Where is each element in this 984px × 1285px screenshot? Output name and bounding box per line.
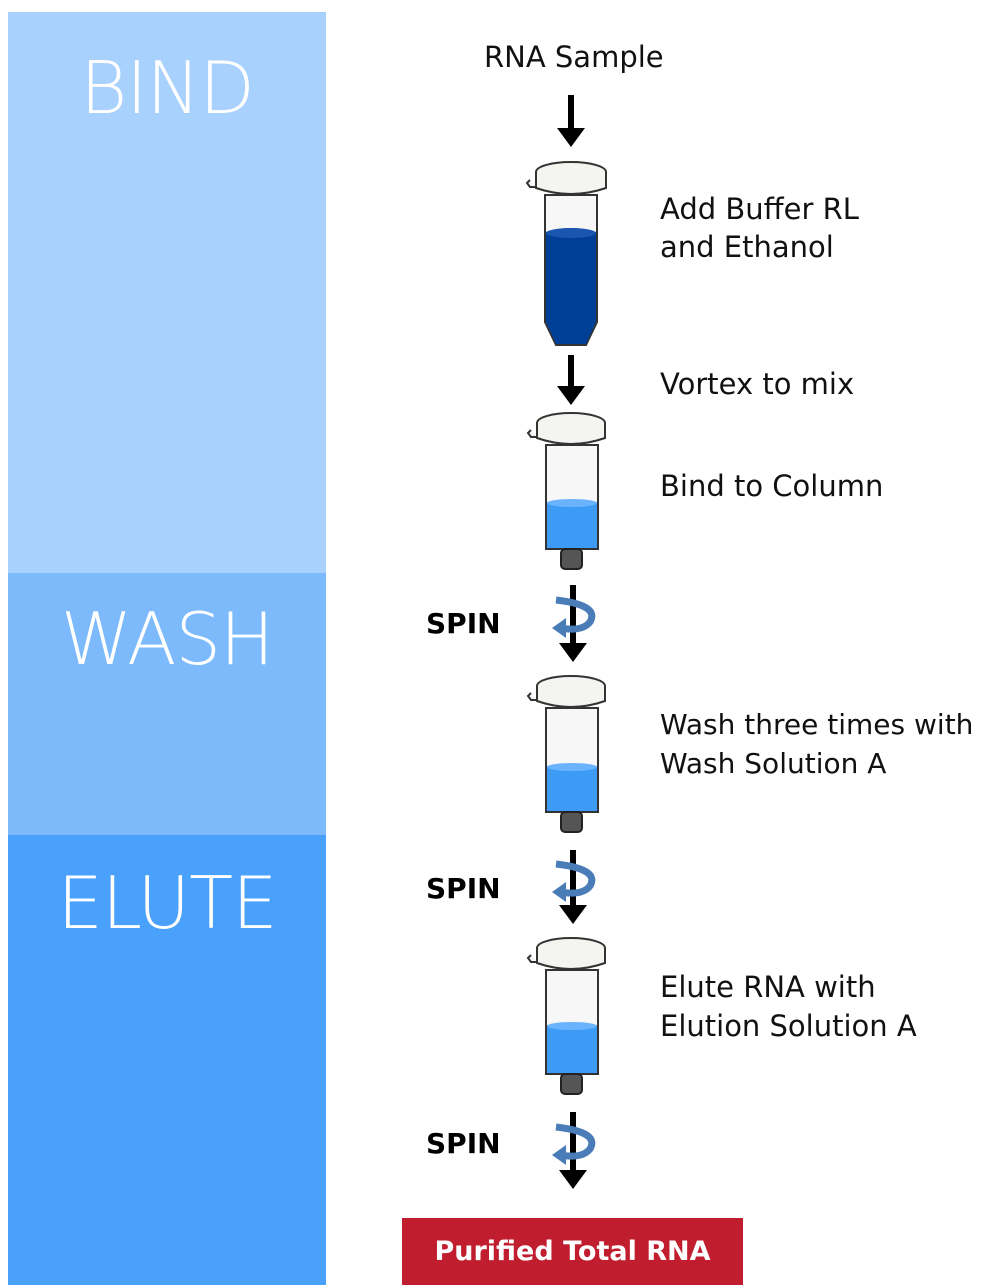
step-bind-column: Bind to Column — [660, 469, 884, 503]
spin-arrow-icon — [552, 585, 596, 662]
result-label: Purified Total RNA — [434, 1236, 711, 1267]
step-add-buffer-line1: Add Buffer RL — [660, 192, 859, 226]
step-elute-line2: Elution Solution A — [660, 1009, 917, 1043]
spin-label: SPIN — [426, 1127, 501, 1160]
spin-arrow-icon — [552, 1112, 596, 1189]
result-box: Purified Total RNA — [402, 1218, 743, 1285]
step-vortex: Vortex to mix — [660, 367, 855, 401]
spin-column-icon — [526, 937, 606, 1095]
stage-elute-band: ELUTE — [8, 835, 326, 1285]
spin-arrow-icon — [552, 850, 596, 924]
stage-bind-band: BIND — [8, 12, 326, 573]
input-label: RNA Sample — [484, 40, 664, 74]
stage-wash-label: WASH — [60, 597, 274, 681]
conical-tube-icon — [525, 161, 607, 346]
down-arrow-icon — [557, 95, 585, 147]
step-add-buffer-line2: and Ethanol — [660, 230, 834, 264]
stage-bind-label: BIND — [80, 46, 255, 130]
step-elute-line1: Elute RNA with — [660, 970, 876, 1004]
stage-wash-band: WASH — [8, 573, 326, 835]
spin-column-icon — [526, 675, 606, 833]
spin-column-icon — [526, 412, 606, 570]
step-wash-line2: Wash Solution A — [660, 747, 887, 780]
step-wash-line1: Wash three times with — [660, 708, 974, 741]
stage-elute-label: ELUTE — [57, 861, 277, 945]
spin-label: SPIN — [426, 872, 501, 905]
spin-label: SPIN — [426, 607, 501, 640]
down-arrow-icon — [557, 355, 585, 405]
